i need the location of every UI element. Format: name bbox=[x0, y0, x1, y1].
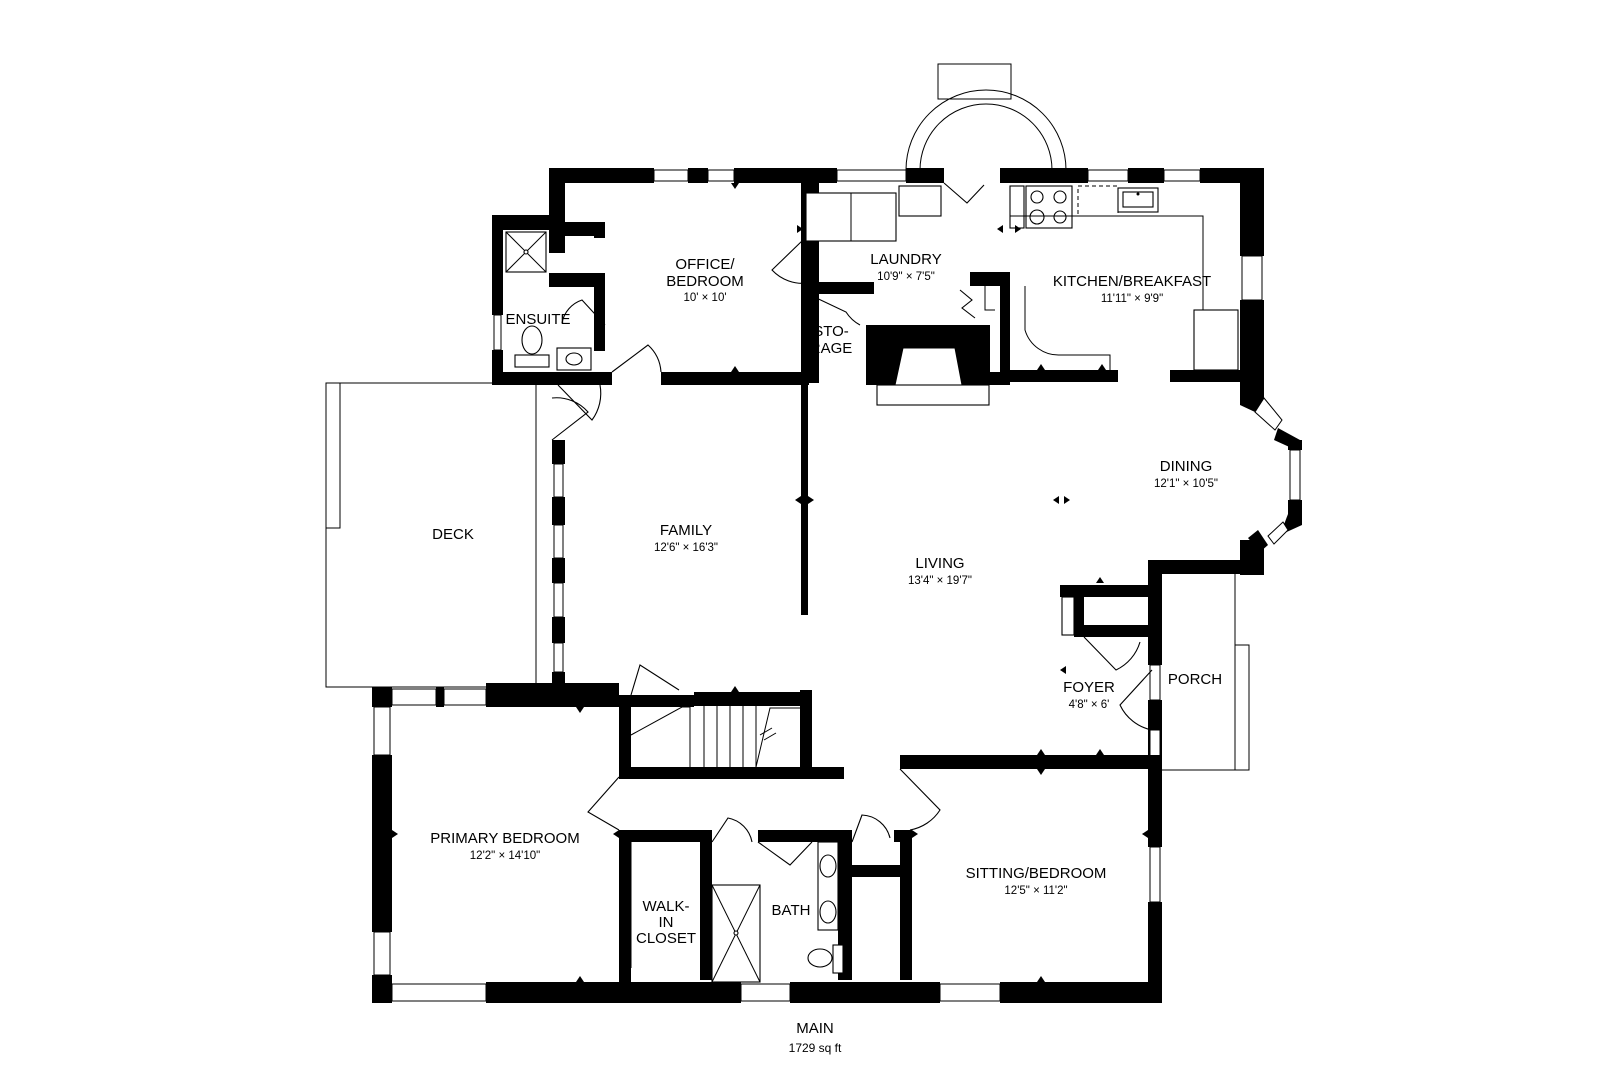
room-name-closet-line2: IN bbox=[659, 914, 674, 931]
floor-area: 1729 sq ft bbox=[789, 1041, 842, 1055]
room-name-kitchen: KITCHEN/BREAKFAST bbox=[1053, 273, 1211, 290]
room-name-office-line1: OFFICE/ bbox=[675, 256, 735, 273]
room-name-storage-line1: STO- bbox=[813, 323, 849, 340]
room-dims-sitting-bedroom: 12'5" × 11'2" bbox=[1004, 885, 1067, 897]
sink-icon bbox=[817, 841, 839, 931]
washer-dryer-icon bbox=[805, 192, 897, 242]
windows-kitchen bbox=[836, 169, 1263, 301]
deck-structure bbox=[325, 382, 537, 688]
room-label-foyer: FOYER 4'8" × 6' bbox=[1063, 679, 1115, 711]
dimension-marker-icon bbox=[392, 183, 1148, 982]
room-dims-kitchen: 11'11" × 9'9" bbox=[1101, 293, 1163, 305]
door-swing-icon bbox=[1083, 636, 1153, 731]
room-dims-foyer: 4'8" × 6' bbox=[1069, 699, 1110, 711]
room-label-laundry: LAUNDRY 10'9" × 7'5" bbox=[870, 251, 941, 283]
closet-foyer bbox=[1061, 596, 1075, 636]
shower-icon bbox=[711, 884, 761, 983]
room-name-closet-line3: CLOSET bbox=[636, 930, 696, 947]
stove-icon bbox=[1009, 185, 1073, 229]
room-name-sitting-bedroom: SITTING/BEDROOM bbox=[966, 865, 1107, 882]
room-name-dining: DINING bbox=[1160, 458, 1213, 475]
room-dims-dining: 12'1" × 10'5" bbox=[1154, 478, 1218, 490]
room-name-laundry: LAUNDRY bbox=[870, 251, 941, 268]
room-dims-living: 13'4" × 19'7" bbox=[908, 575, 972, 587]
windows-family bbox=[553, 463, 564, 673]
room-label-sitting-bedroom: SITTING/BEDROOM 12'5" × 11'2" bbox=[966, 865, 1107, 897]
room-label-walk-in-closet: WALK- IN CLOSET bbox=[636, 898, 696, 947]
laundry-sink-icon bbox=[898, 185, 942, 217]
kitchen-counters bbox=[984, 185, 1239, 371]
toilet-icon bbox=[807, 944, 844, 974]
walls-family bbox=[490, 385, 808, 696]
toilet-icon bbox=[514, 325, 550, 368]
kitchen-pantry-door bbox=[959, 289, 976, 319]
windows-dining bbox=[1254, 397, 1301, 545]
windows-bedrooms bbox=[373, 688, 1161, 1002]
stairs-icon bbox=[619, 664, 844, 779]
bay-window-exterior bbox=[905, 63, 1067, 171]
walls-bedrooms bbox=[372, 683, 1162, 1003]
room-name-ensuite: ENSUITE bbox=[505, 311, 570, 328]
door-swing-icon bbox=[587, 768, 941, 866]
room-name-closet-line1: WALK- bbox=[643, 898, 690, 915]
room-name-bath: BATH bbox=[772, 902, 811, 919]
room-name-family: FAMILY bbox=[660, 522, 712, 539]
room-dims-primary-bedroom: 12'2" × 14'10" bbox=[470, 850, 540, 862]
windows-office bbox=[493, 169, 735, 351]
porch-structure bbox=[1160, 565, 1250, 771]
room-name-living: LIVING bbox=[915, 555, 964, 572]
room-label-kitchen: KITCHEN/BREAKFAST 11'11" × 9'9" bbox=[1053, 273, 1211, 305]
sink-icon bbox=[1117, 187, 1159, 213]
room-name-office-line2: BEDROOM bbox=[666, 273, 744, 290]
door-swing-icon bbox=[551, 397, 589, 441]
room-label-storage: STO- RAGE bbox=[810, 323, 853, 357]
room-dims-laundry: 10'9" × 7'5" bbox=[877, 271, 935, 283]
room-label-office: OFFICE/ BEDROOM 10' × 10' bbox=[666, 256, 744, 304]
walls-office-ensuite bbox=[492, 168, 837, 385]
floor-label: MAIN bbox=[796, 1020, 834, 1037]
walls-foyer bbox=[1060, 585, 1162, 810]
room-name-storage-line2: RAGE bbox=[810, 340, 853, 357]
room-label-dining: DINING 12'1" × 10'5" bbox=[1154, 458, 1218, 490]
room-label-primary-bedroom: PRIMARY BEDROOM 12'2" × 14'10" bbox=[430, 830, 579, 862]
room-dims-family: 12'6" × 16'3" bbox=[654, 542, 718, 554]
sink-icon bbox=[556, 347, 592, 371]
room-label-living: LIVING 13'4" × 19'7" bbox=[908, 555, 972, 587]
room-name-foyer: FOYER bbox=[1063, 679, 1115, 696]
room-label-family: FAMILY 12'6" × 16'3" bbox=[654, 522, 718, 554]
fireplace-icon bbox=[876, 347, 990, 406]
door-swing-icon bbox=[771, 182, 985, 326]
room-name-porch: PORCH bbox=[1168, 671, 1222, 688]
door-swing-icon bbox=[557, 299, 662, 421]
room-dims-office: 10' × 10' bbox=[683, 292, 726, 304]
shower-icon bbox=[505, 231, 547, 273]
room-name-primary-bedroom: PRIMARY BEDROOM bbox=[430, 830, 579, 847]
room-name-deck: DECK bbox=[432, 526, 474, 543]
closet-rails bbox=[621, 842, 904, 970]
